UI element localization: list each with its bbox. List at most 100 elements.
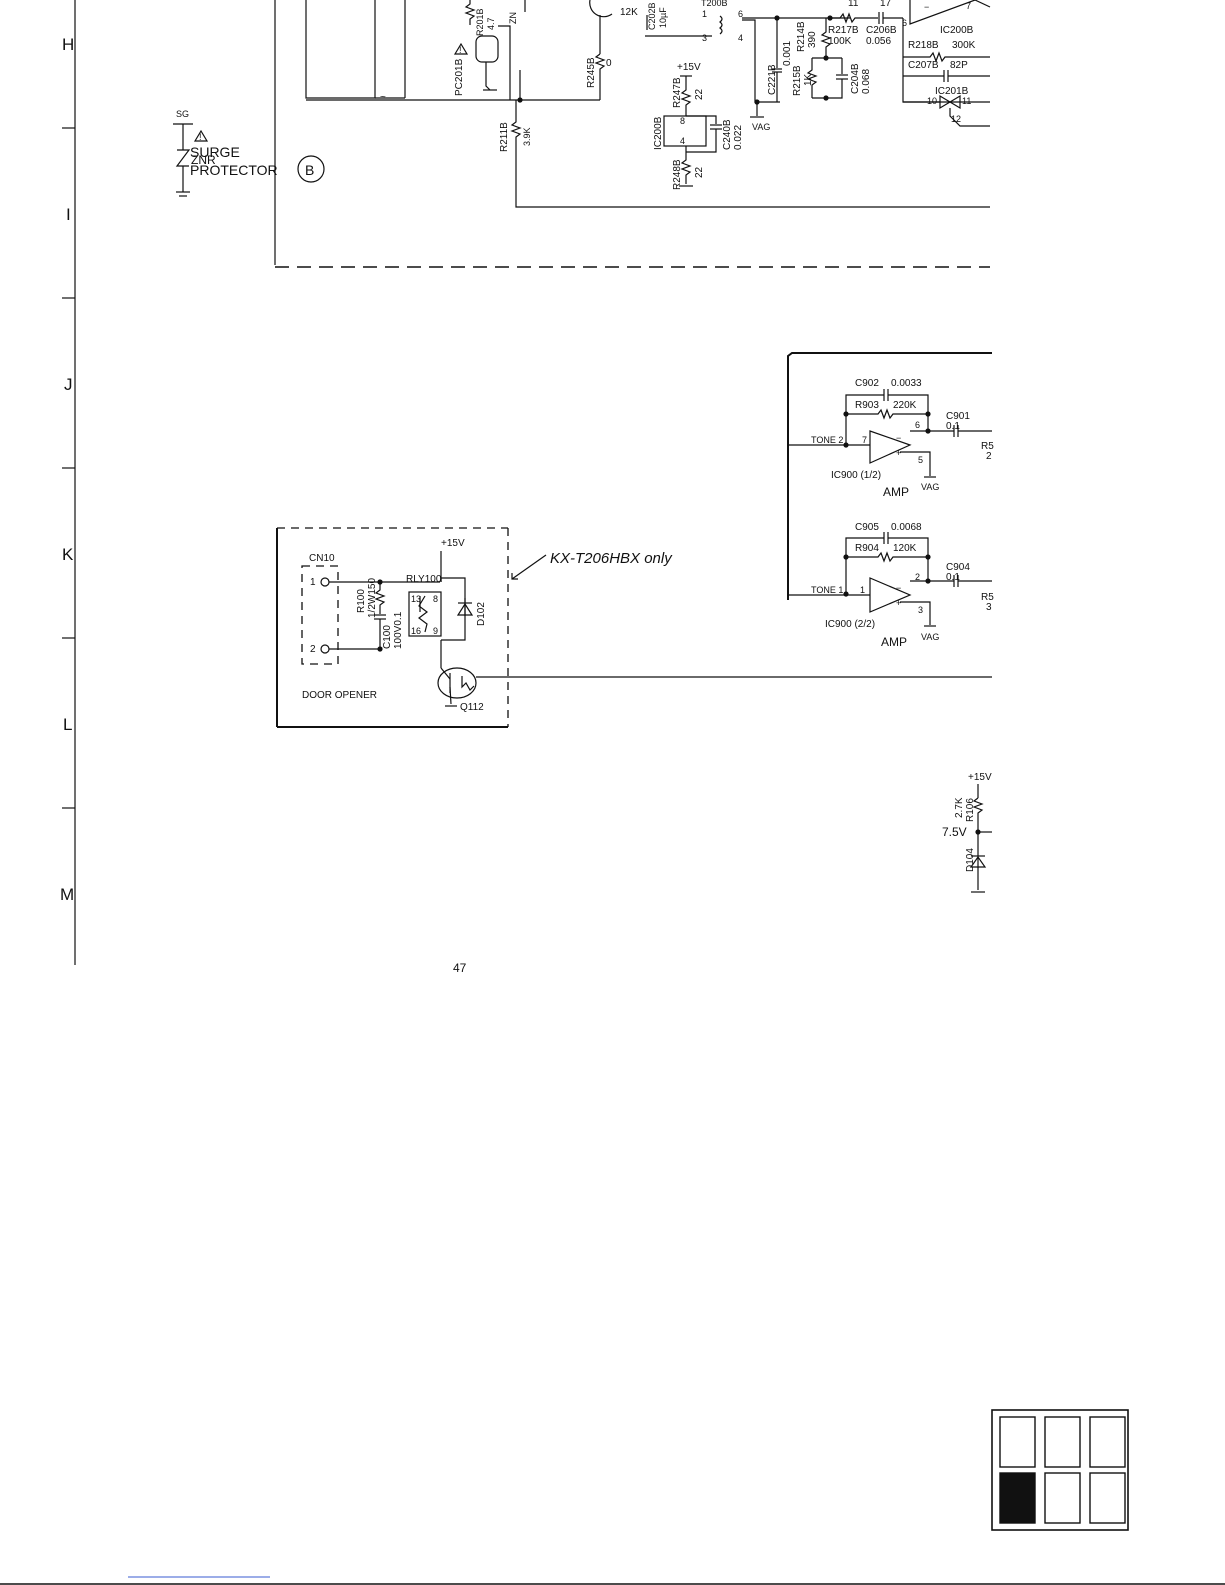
c100-value: 100V0.1 — [393, 611, 404, 649]
ic200b-box — [663, 115, 707, 147]
r211b-value: 3.9K — [522, 127, 532, 146]
junction — [843, 411, 849, 417]
ic200b-pin: 6 — [902, 18, 907, 28]
r214b-label: R214B — [796, 21, 807, 52]
junction — [925, 411, 931, 417]
r106-label: R106 — [965, 798, 976, 822]
cn10-terminal — [320, 577, 330, 587]
ic200b-pin: 7 — [966, 1, 971, 11]
c202b-label: C202B — [647, 2, 657, 30]
cut-mark: 17 — [880, 0, 892, 9]
ic900b-pin-ref: 3 — [918, 605, 923, 615]
amp2-title: AMP — [881, 635, 907, 649]
ic900a-symbol — [869, 430, 912, 464]
ic200b-symbol — [909, 0, 976, 25]
r248b-label: R248B — [672, 159, 683, 190]
relay-body — [408, 591, 442, 637]
c240b-value: 0.022 — [733, 125, 744, 150]
feedback-wire — [888, 537, 929, 581]
r217b-label: R217B — [828, 25, 859, 36]
c240b-label: C240B — [722, 119, 733, 150]
amp2-edge-value: 3 — [986, 602, 992, 613]
feedback-wire — [845, 537, 884, 594]
amp-section-frame — [787, 352, 992, 600]
feedback-wire — [888, 394, 929, 431]
t200b-wire — [742, 19, 780, 103]
pc201b-wire — [498, 25, 511, 100]
cn10-pin1: 1 — [310, 577, 316, 588]
junction — [823, 55, 829, 61]
ic900a-label: IC900 (1/2) — [831, 470, 881, 481]
surge-label: SURGE — [190, 144, 240, 160]
cn10-terminal — [320, 644, 330, 654]
bus-wire — [306, 70, 521, 101]
tone1-label: TONE 1 — [811, 585, 843, 595]
ref-supply-label: +15V — [968, 772, 992, 783]
amp1-vag: VAG — [921, 482, 939, 492]
cut-mark: 11 — [848, 0, 859, 9]
row-label-j: J — [64, 375, 73, 394]
r211b-label: R211B — [499, 122, 510, 152]
ic200b-box-pin: 4 — [680, 136, 685, 146]
pc201b-ground — [485, 62, 491, 91]
r214b-value: 390 — [807, 31, 818, 48]
sheet-index-cell — [1044, 1472, 1081, 1524]
r903-value: 220K — [893, 400, 917, 411]
c902-label: C902 — [855, 378, 879, 389]
feedback-wire — [845, 394, 884, 445]
ic900a-sign: − — [896, 433, 901, 443]
door-opener-block: CN10 1 2 +15V RLY100 R100 1/2W150 C100 1… — [276, 527, 992, 728]
c207b-label: C207B — [908, 60, 939, 71]
r904-label: R904 — [855, 543, 879, 554]
junction — [843, 554, 849, 560]
c207b-value: 82P — [950, 60, 968, 71]
ic900b-ref-wire — [900, 601, 931, 625]
cn10-label: CN10 — [309, 553, 335, 564]
junction — [925, 554, 931, 560]
r218b-symbol — [903, 51, 990, 63]
c202b-value: 10µF — [658, 7, 668, 28]
sheet-index-frame — [991, 1409, 1129, 1531]
q112-collector — [440, 667, 451, 680]
r100-label: R100 — [356, 589, 367, 613]
junction — [843, 591, 849, 597]
relay-label: RLY100 — [406, 574, 442, 585]
r245b-label: R245B — [586, 57, 597, 88]
r218b-label: R218B — [908, 40, 939, 51]
c100-label: C100 — [382, 625, 393, 649]
junction — [823, 95, 829, 101]
ref-voltage: 7.5V — [942, 825, 967, 839]
t200b-pin: 3 — [702, 33, 707, 43]
r106-value: 2.7K — [954, 797, 965, 818]
supply-label: +15V — [677, 62, 701, 73]
warning-mark: ! — [459, 45, 462, 55]
model-note: KX-T206HBX only — [550, 550, 673, 567]
ic201b-switch — [948, 94, 961, 110]
c240b-lead — [686, 129, 717, 153]
row-ruler: H I J K L M — [60, 0, 76, 965]
ic900a-pin-out: 6 — [915, 420, 920, 430]
d102-symbol — [456, 602, 474, 616]
r245b-symbol — [594, 53, 606, 100]
relay-pin: 13 — [411, 594, 421, 604]
c904-value: 0.1 — [946, 572, 960, 583]
c221b-label: C221B — [767, 64, 778, 95]
r201b-symbol — [464, 0, 476, 25]
ic900b-pin-out: 2 — [915, 572, 920, 582]
ic201b-pin: 11 — [962, 96, 971, 106]
row-label-i: I — [66, 205, 71, 224]
amp2-vag: VAG — [921, 632, 939, 642]
r248b-symbol — [680, 146, 692, 184]
ic900a-ref-wire — [900, 451, 931, 476]
r106-symbol — [972, 797, 984, 868]
r202-value: 12K — [620, 7, 638, 18]
warning-triangle — [453, 42, 469, 55]
sg-label: SG — [176, 109, 189, 119]
r214b-symbol — [820, 18, 832, 58]
ic900b-sign: + — [896, 598, 901, 608]
r100-value: 1/2W150 — [367, 578, 378, 618]
amp-2: C905 0.0068 R904 120K TONE 1 1 2 3 − + — [788, 522, 994, 649]
amp1-title: AMP — [883, 485, 909, 499]
amp1-edge-label: R5 — [981, 441, 994, 452]
